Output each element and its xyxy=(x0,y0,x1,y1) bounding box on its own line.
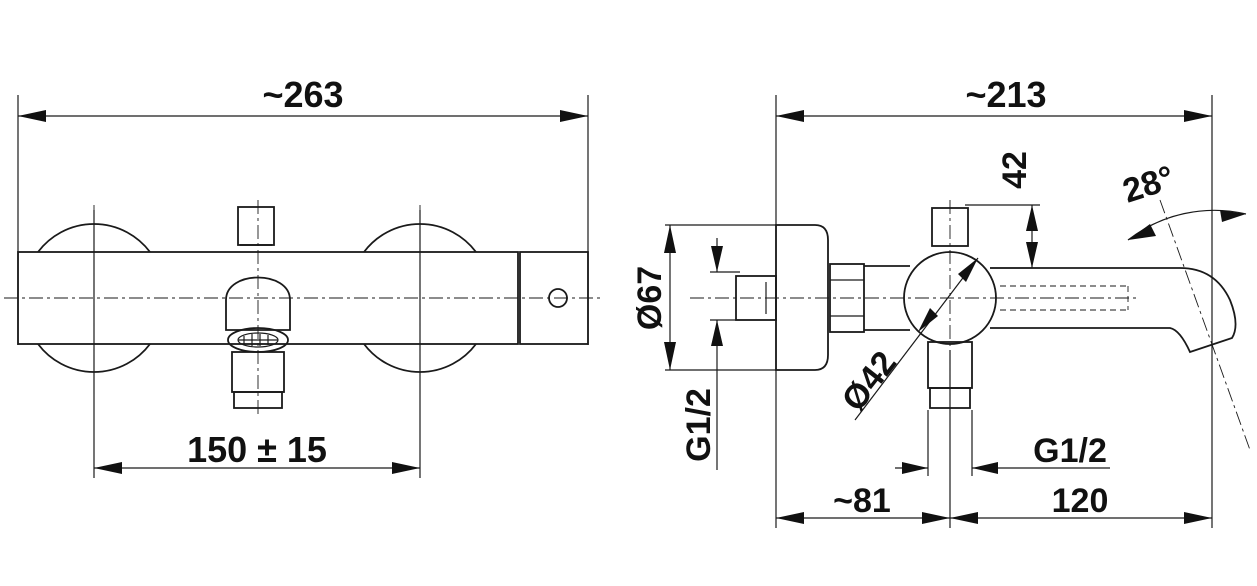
wall-rosette xyxy=(775,224,829,371)
dimension-label-outlet-thread: G1/2 xyxy=(1033,432,1107,470)
dimension-label-spout-angle: 28° xyxy=(1118,159,1179,211)
dimension-wall-to-axis: ~81 xyxy=(776,482,950,524)
dimension-inlet-thread: G1/2 xyxy=(680,238,723,470)
spout-outlet xyxy=(225,276,291,331)
diverter-knob xyxy=(237,206,275,246)
dimension-diameter-rosette: Ø67 xyxy=(631,225,676,370)
dimension-outlet-thread: G1/2 xyxy=(895,432,1110,474)
dimension-label-inlet-thread: G1/2 xyxy=(680,388,718,462)
dimension-spout-angle: 28° xyxy=(1118,159,1251,451)
hex-nut xyxy=(829,263,865,333)
dimension-overall-width: ~263 xyxy=(18,74,588,122)
dimension-label-spout-height: 42 xyxy=(996,151,1034,189)
dimension-spout-height: 42 xyxy=(996,151,1038,268)
dimension-label-center-distance: 150 ± 15 xyxy=(187,429,327,470)
dimension-label-overall-depth: ~213 xyxy=(965,74,1046,115)
dimension-overall-depth: ~213 xyxy=(776,74,1212,122)
side-view: ~213 Ø67 G1/2 42 28° xyxy=(631,74,1251,528)
dimension-label-overall-width: ~263 xyxy=(262,74,343,115)
spout xyxy=(990,267,1237,354)
dimension-label-wall-to-axis: ~81 xyxy=(833,482,891,520)
dimension-axis-to-spout: 120 xyxy=(950,482,1212,524)
dimension-center-distance: 150 ± 15 xyxy=(94,429,420,474)
dimension-label-diameter-body: Ø42 xyxy=(835,344,905,418)
front-view: ~263 150 ± 15 xyxy=(4,74,600,478)
dimension-label-axis-to-spout: 120 xyxy=(1052,482,1109,520)
dimension-label-diameter-rosette: Ø67 xyxy=(631,266,669,330)
